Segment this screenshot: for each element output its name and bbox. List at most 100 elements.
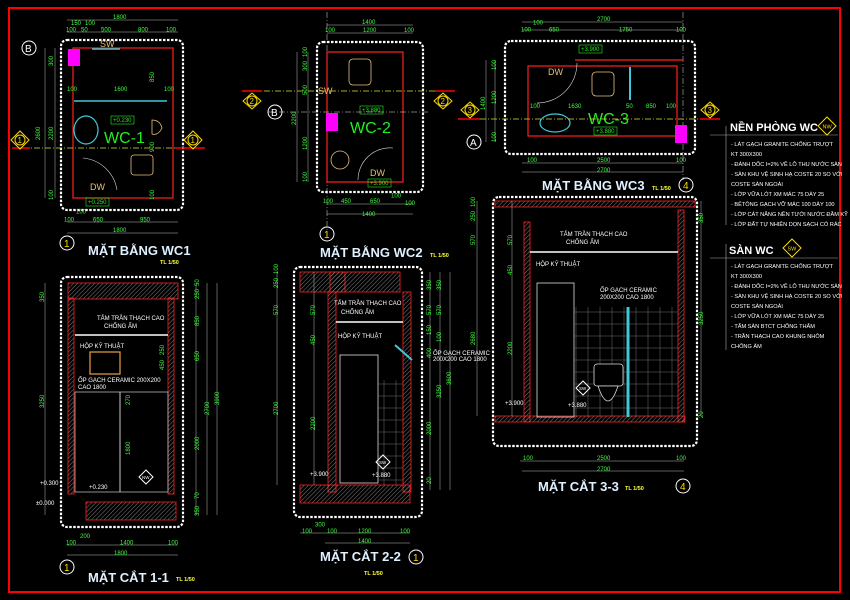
note-item: - TẤM SÀN BTCT CHỐNG THẤM [731,323,815,330]
svg-text:1: 1 [413,553,419,564]
note-item: CHỐNG ẨM [731,343,762,350]
dim: 2700 [597,168,611,174]
svg-text:SW: SW [788,247,798,253]
slab-notes-heading: SÀN WC [729,244,774,257]
dim: 100 [67,87,78,93]
dim: 570 [471,234,477,245]
toilet-icon [593,363,624,387]
note-item: - ĐÁNH DỐC I=2% VỀ LỖ THU NƯỚC SÀN [731,161,842,168]
note-item: - SÀN KHU VỆ SINH HẠ COSTE 20 SO VỚI [731,292,843,300]
axis-bubble-1: 1 [319,226,335,242]
axis-bubble-1: 1 [59,235,75,251]
dim: 800 [138,28,149,34]
dim: 100 [150,189,156,200]
view-title: MẶT CẮT 3-3 [538,479,619,494]
dim: 100 [166,28,177,34]
dim: 1400 [481,96,487,110]
ceiling-label-2: CHỐNG ẨM [566,239,599,246]
dim: 2700 [597,17,611,23]
level-tag: +3.900 [581,47,600,53]
dim: 100 [400,529,411,535]
dim: 100 [523,456,534,462]
plan-wc2: 1400 100 1200 100 DW SW WC-2 +3.880 +3.9… [242,12,455,260]
tile-label: ỐP GẠCH CERAMIC [600,287,658,294]
axis-marker-3-right: 3 [700,101,720,119]
view-title: MẶT BẰNG WC2 [320,245,423,260]
ceiling-label-2: CHỐNG ẨM [104,323,137,330]
dim: 150 [427,324,433,335]
axis-marker-2-left: 2 [242,92,262,110]
dim: 2500 [597,456,611,462]
dim: 1200 [363,28,377,34]
section-3-3: TẤM TRẦN THẠCH CAO CHỐNG ẨM HỘP KỸ THUẬT… [471,195,705,494]
dim: 450 [160,359,166,370]
svg-text:3: 3 [468,106,473,115]
dim: 1200 [492,90,498,104]
note-item: KT 300X300 [731,274,762,280]
dim: 100 [325,28,336,34]
room-label: WC-3 [588,111,629,128]
axis-marker-3-left: 3 [460,101,480,119]
ceiling-label: TẤM TRẦN THẠCH CAO [97,315,165,322]
dim: 1200 [358,529,372,535]
svg-text:1: 1 [64,239,70,250]
dim: 100 [168,541,179,547]
dim: 100 [666,104,677,110]
dim: 570 [427,304,433,315]
note-item: - LÁT GẠCH GRANITE CHỐNG TRƯỢT [731,141,834,148]
dim: 3900 [215,391,221,405]
dim: 100 [676,28,687,34]
dim: 1600 [114,87,128,93]
dim: 350 [437,279,443,290]
note-item: COSTE SÀN NGOÀI [731,303,783,310]
axis-marker-1-left: 1 [10,130,30,150]
dim: 100 [492,59,498,70]
dim: 850 [646,104,657,110]
section-2-2: TẤM TRẦN THẠCH CAO CHỐNG ẨM HỘP KỸ THUẬT… [274,263,491,577]
axis-bubble-b: B [267,104,283,120]
axis-bubble-4: 4 [678,177,694,193]
axis-bubble-a: A [466,134,482,150]
floor-badge: NW [817,116,837,136]
level-mark: +3.880 [568,403,587,409]
svg-text:1: 1 [18,136,23,145]
toilet-icon [591,71,615,97]
svg-text:B: B [25,44,32,55]
note-item: - LỚP ĐẤT TỰ NHIÊN DỌN SẠCH CỎ RÁC [731,220,842,228]
dim: 250 [471,210,477,221]
door-swing-icon [82,157,118,191]
tile-label: ỐP GẠCH CERAMIC [433,350,491,357]
shower-glass-icon [74,391,169,493]
door-elevation-icon [536,282,575,418]
dim: 300 [303,60,309,71]
svg-text:1: 1 [64,563,70,574]
dim: 1800 [113,228,127,234]
dim: 100 [405,201,416,207]
ceiling-label: TẤM TRẦN THẠCH CAO [560,231,628,238]
dim: 100 [530,104,541,110]
tile-label-2: CAO 1800 [78,385,107,391]
dim: 570 [508,234,514,245]
level-mark: +0.230 [89,485,108,491]
duct-label: HỘP KỸ THUẬT [80,343,124,350]
dim: 1630 [568,104,582,110]
ceiling-label: TẤM TRẦN THẠCH CAO [334,300,402,307]
level-mark: +3.900 [310,472,329,478]
view-title: MẶT CẮT 2-2 [320,549,401,564]
bathtub-basin-icon [73,115,99,145]
dim: 300 [315,523,326,529]
tile-label-2: 200X200 CAO 1800 [600,295,654,301]
svg-text:3: 3 [708,106,713,115]
level-mark: +0.300 [40,481,59,487]
dim: 570 [437,304,443,315]
dim: 1400 [120,541,134,547]
dim: 100 [437,331,443,342]
door-label: DW [548,67,563,77]
dim: 650 [549,28,560,34]
dim: 2200 [49,126,55,140]
dim: 3600 [447,371,453,385]
dim: 100 [64,218,75,224]
dim: 570 [274,304,280,315]
dim: 50 [195,279,201,286]
plan-frame [59,38,185,212]
